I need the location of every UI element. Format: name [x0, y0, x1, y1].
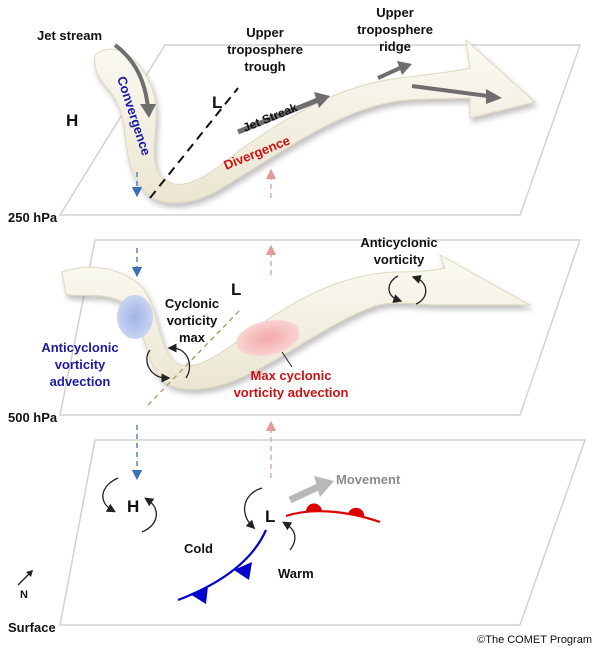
jet-streak-arrow: [237, 97, 319, 135]
level-label-500hpa: 500 hPa: [8, 410, 58, 425]
convergence-flow-arrow: [113, 43, 150, 109]
ridge-arrowhead-1: [397, 61, 412, 75]
trough-label-line2: troposphere: [227, 42, 303, 57]
cyclonic-max-label-line2: vorticity: [167, 313, 218, 328]
ridge-arrow-2: [411, 84, 489, 98]
max-cyclonic-advection-label-line1: Max cyclonic: [251, 368, 332, 383]
north-label: N: [20, 589, 28, 601]
cyclonic-max-label-line1: Cyclonic: [165, 296, 219, 311]
middle-flow-band: [61, 253, 532, 390]
warm-label: Warm: [278, 566, 314, 581]
trough-label-line1: Upper: [246, 25, 284, 40]
level-label-surface: Surface: [8, 620, 56, 635]
cyclonic-circulation-icon: [146, 343, 191, 383]
ridge-label-line3: ridge: [379, 39, 411, 54]
jet-streak-arrowhead: [314, 92, 330, 108]
plane-surface: [59, 439, 587, 626]
ridge-arrow-1: [377, 66, 401, 80]
convergence-flow-arrowhead: [140, 104, 156, 118]
credit-text: ©The COMET Program: [477, 634, 592, 646]
movement-arrowhead: [314, 476, 334, 497]
warm-front: [285, 503, 381, 524]
surface-low-label: L: [265, 507, 275, 526]
north-arrow-icon: [17, 570, 33, 586]
plane-500hpa: [59, 239, 582, 416]
upper-low-label: L: [212, 93, 222, 112]
middle-low-label: L: [231, 280, 241, 299]
anticyclonic-circulation-icon: [388, 275, 427, 305]
anticyclonic-vorticity-label-line2: vorticity: [374, 252, 425, 267]
cold-label: Cold: [184, 541, 213, 556]
surface-high-label: H: [127, 497, 139, 516]
level-label-250hpa: 250 hPa: [8, 210, 58, 225]
anticyclonic-vorticity-advection-region: [117, 295, 153, 339]
cold-front: [177, 529, 268, 604]
ridge-label-line2: troposphere: [357, 22, 433, 37]
anticyclonic-vorticity-label-line1: Anticyclonic: [360, 235, 437, 250]
anticyclonic-advection-label-line2: vorticity: [55, 357, 106, 372]
movement-label: Movement: [336, 472, 401, 487]
upper-high-label: H: [66, 111, 78, 130]
max-cyclonic-vorticity-advection-region: [236, 320, 300, 356]
max-cyclonic-advection-leader: [281, 351, 293, 368]
surface-high-circulation-icon: [102, 477, 157, 533]
ridge-arrowhead-2: [486, 89, 502, 104]
trough-label-line3: trough: [244, 59, 285, 74]
anticyclonic-advection-label-line1: Anticyclonic: [41, 340, 118, 355]
upper-jet-stream-band: [94, 38, 537, 204]
movement-arrow: [288, 483, 320, 504]
anticyclonic-advection-label-line3: advection: [50, 374, 111, 389]
jet-stream-label: Jet stream: [37, 28, 102, 43]
middle-trough-axis: [147, 309, 241, 406]
max-cyclonic-advection-label-line2: vorticity advection: [234, 385, 349, 400]
ridge-label-line1: Upper: [376, 5, 414, 20]
surface-low-circulation-icon: [243, 487, 296, 551]
upper-trough-axis: [149, 87, 239, 199]
cyclonic-max-label-line3: max: [179, 330, 206, 345]
